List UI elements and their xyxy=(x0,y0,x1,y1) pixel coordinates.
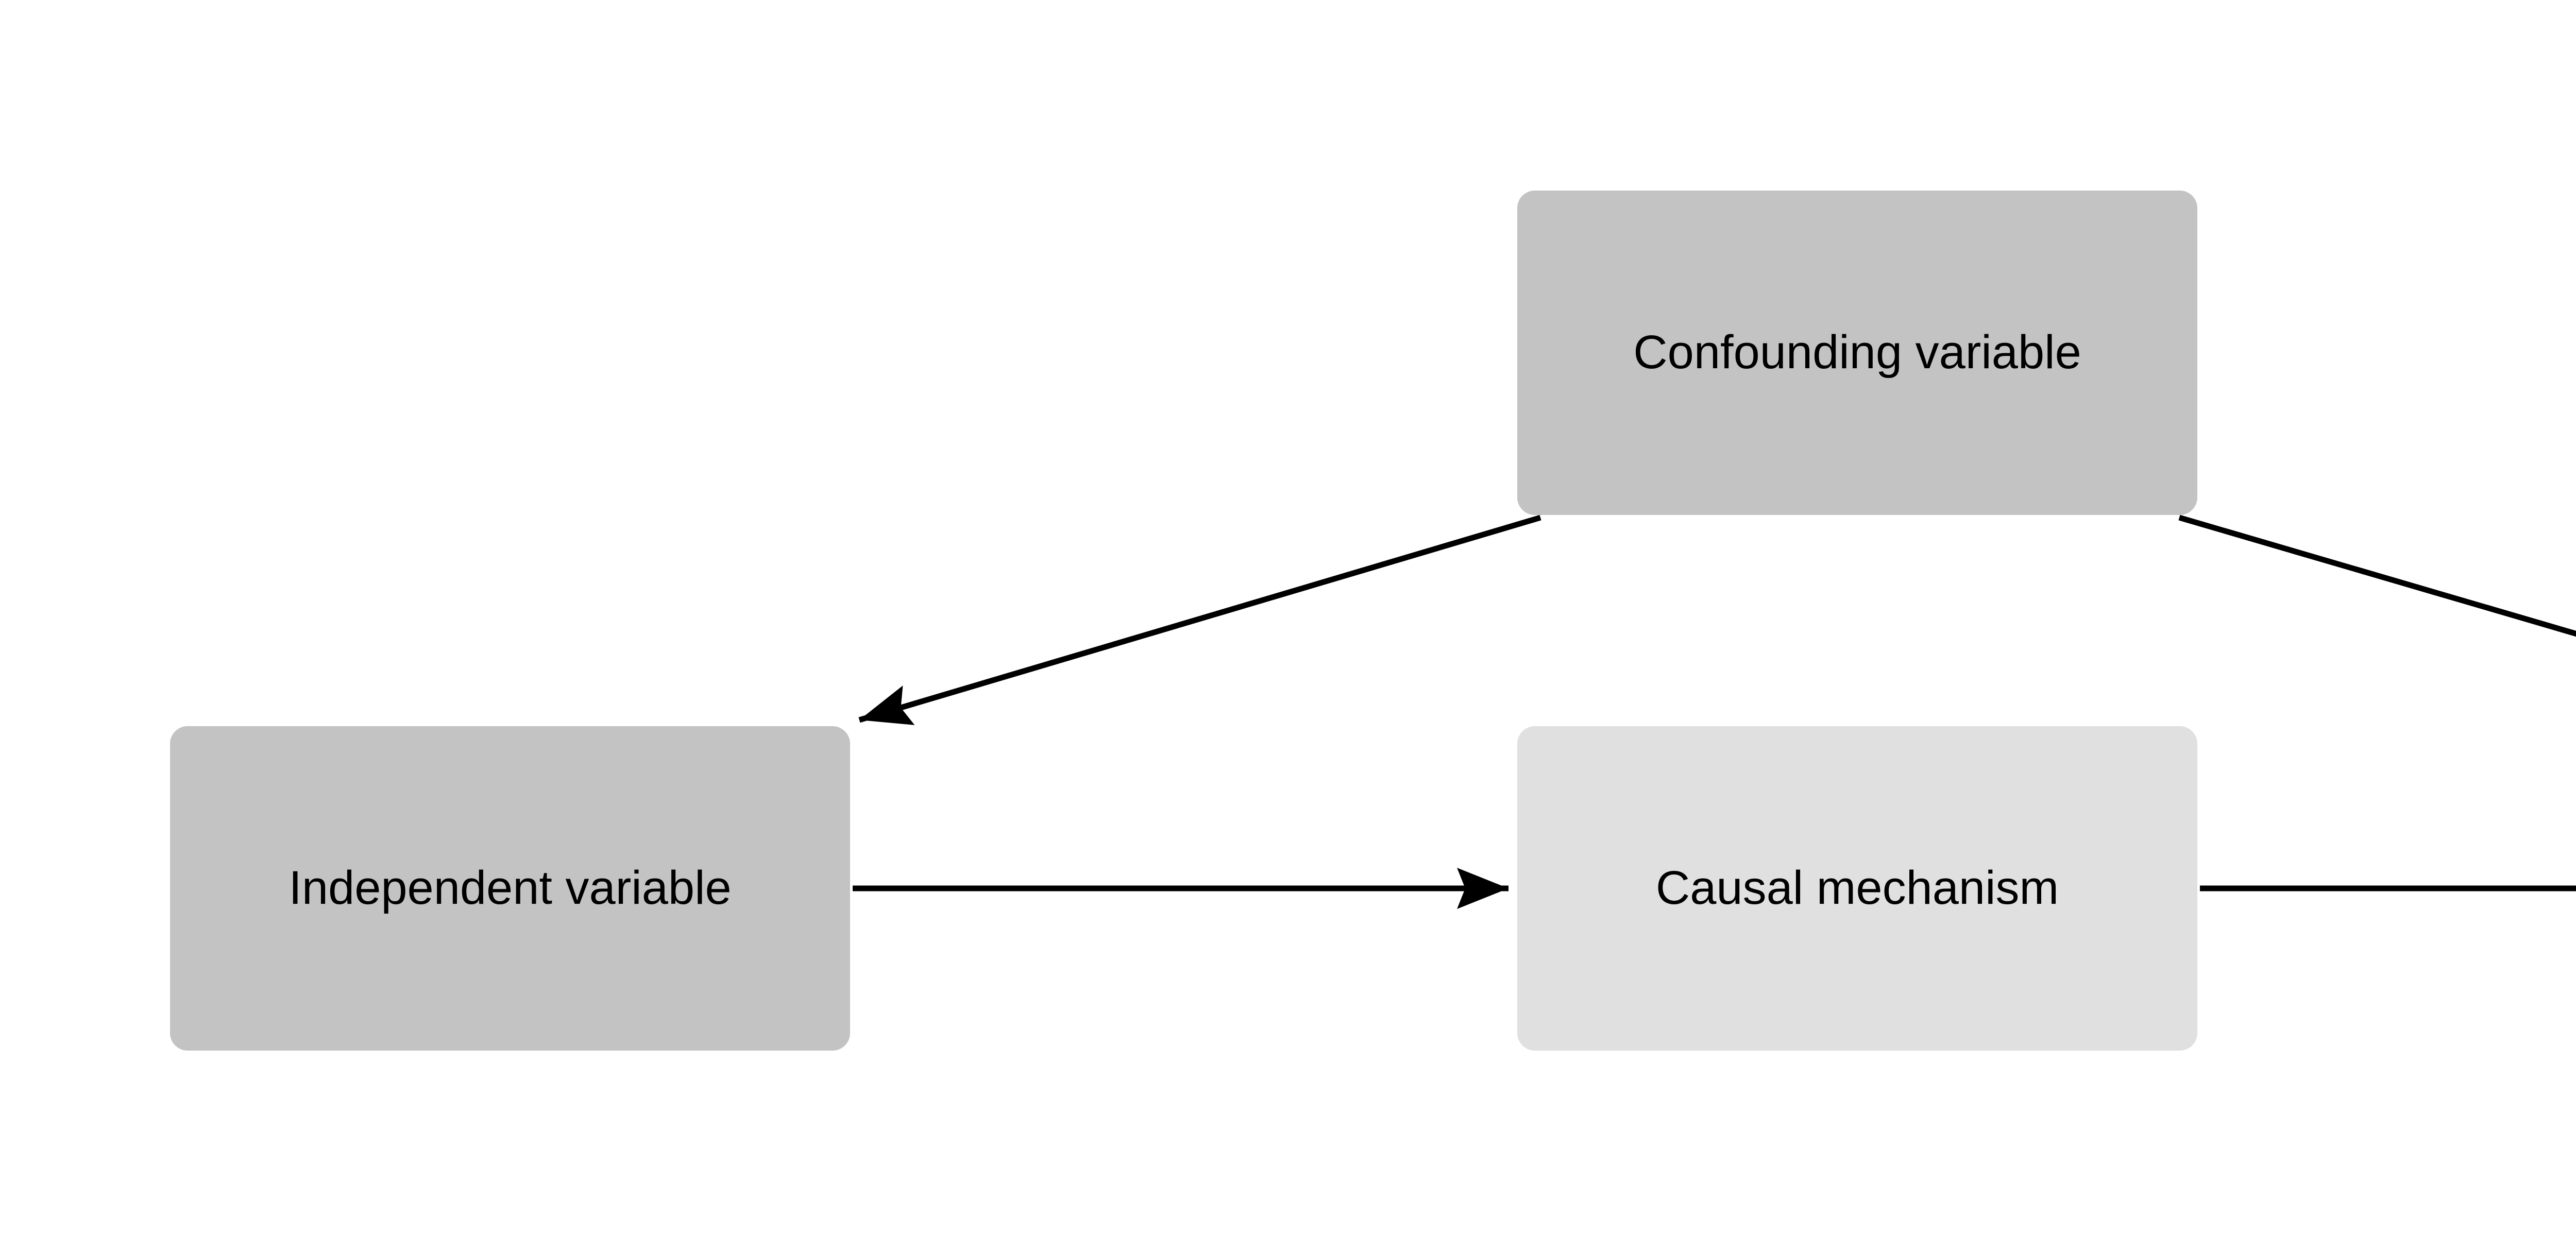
node-independent-variable-label: Independent variable xyxy=(289,862,732,915)
node-independent-variable: Independent variable xyxy=(170,726,850,1051)
node-confounding-variable: Confounding variable xyxy=(1517,191,2197,515)
node-confounding-variable-label: Confounding variable xyxy=(1633,326,2081,379)
node-causal-mechanism-label: Causal mechanism xyxy=(1655,862,2059,915)
edge-confounding-to-dependent xyxy=(2178,514,2576,637)
node-causal-mechanism: Causal mechanism xyxy=(1517,726,2197,1051)
edge-confounding-to-independent xyxy=(858,514,1541,725)
